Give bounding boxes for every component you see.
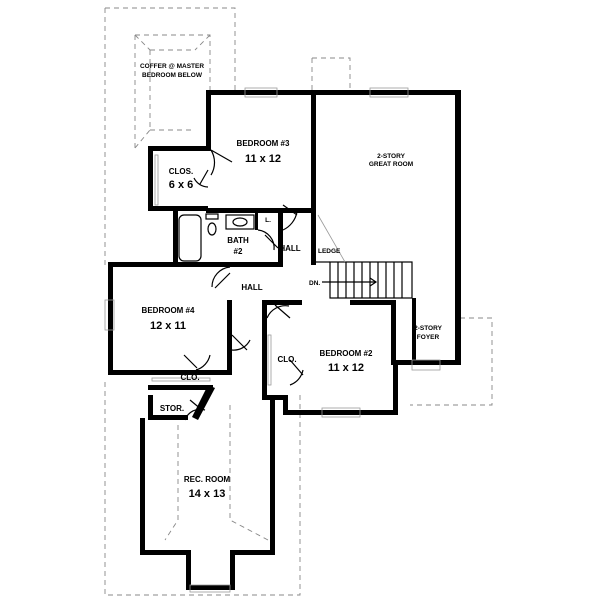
doors [183, 149, 304, 421]
windows [104, 87, 441, 593]
closet-upper-name: CLOS. [169, 167, 193, 176]
ledge-label: LEDGE [318, 248, 341, 255]
stair-down-label: DN. [309, 280, 320, 287]
storage-label: STOR. [160, 404, 184, 413]
rec-room-name: REC. ROOM [184, 475, 231, 484]
bedroom2-size: 11 x 12 [328, 362, 364, 374]
bath-fixtures [151, 154, 272, 386]
coffer-note-line1: COFFER @ MASTER [140, 63, 204, 70]
bath-number: #2 [234, 247, 243, 256]
stairs [316, 214, 413, 299]
bedroom3-size: 11 x 12 [245, 153, 281, 165]
walls [108, 90, 461, 590]
closet-bed2-label: CLO. [277, 355, 296, 364]
labels: COFFER @ MASTER BEDROOM BELOW BEDROOM #3… [140, 63, 443, 500]
closet-upper-size: 6 x 6 [169, 179, 193, 191]
foyer-line2: FOYER [417, 334, 440, 341]
rec-room-size: 14 x 13 [189, 488, 226, 500]
great-room-line2: GREAT ROOM [369, 161, 413, 168]
great-room-line1: 2-STORY [377, 153, 405, 160]
hall-lower-label: HALL [241, 283, 262, 292]
hall-upper-label: HALL [279, 244, 300, 253]
foyer-line1: 2-STORY [414, 325, 442, 332]
bath-name: BATH [227, 236, 249, 245]
coffer-note-line2: BEDROOM BELOW [142, 72, 203, 79]
bedroom4-name: BEDROOM #4 [142, 306, 195, 315]
bedroom4-size: 12 x 11 [150, 320, 186, 332]
roof-outline [104, 7, 493, 596]
linen-label: L. [265, 217, 271, 224]
bedroom3-name: BEDROOM #3 [237, 139, 290, 148]
bedroom2-name: BEDROOM #2 [320, 349, 373, 358]
closet-bed4-label: CLO. [180, 373, 199, 382]
